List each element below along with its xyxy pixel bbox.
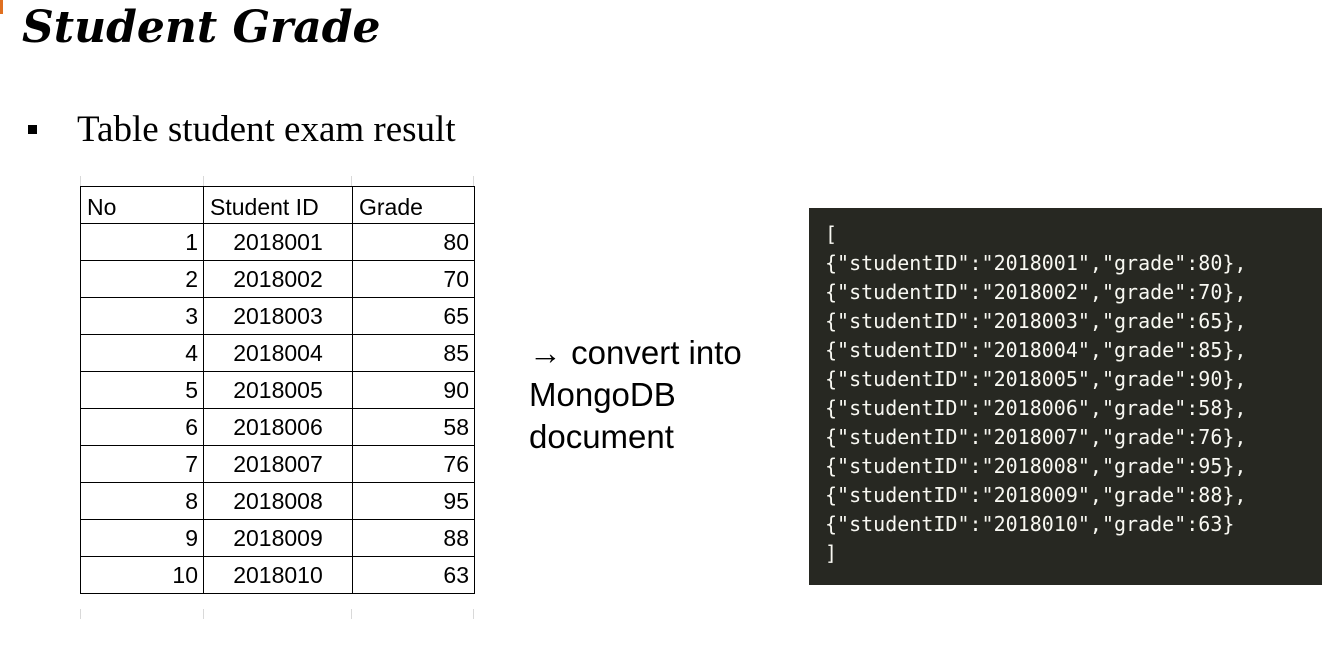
cell-grade: 63 [352,556,475,594]
grid-line [473,176,474,186]
code-line: {"studentID":"2018010","grade":63} [825,512,1235,536]
code-line: {"studentID":"2018008","grade":95}, [825,454,1247,478]
cell-no: 10 [80,556,204,594]
column-header-student-id: Student ID [203,186,353,224]
cell-no: 3 [80,297,204,335]
grid-line [203,609,204,619]
code-line: {"studentID":"2018007","grade":76}, [825,425,1247,449]
code-panel: [ {"studentID":"2018001","grade":80}, {"… [809,208,1322,585]
cell-grade: 58 [352,408,475,446]
cell-student-id: 2018001 [203,223,353,261]
cell-student-id: 2018009 [203,519,353,557]
code-line: {"studentID":"2018003","grade":65}, [825,309,1247,333]
json-code-block: [ {"studentID":"2018001","grade":80}, {"… [825,220,1246,568]
column-header-no: No [80,186,204,224]
table-header-row: No Student ID Grade [80,186,475,224]
grid-line [203,176,204,186]
cell-student-id: 2018007 [203,445,353,483]
code-line: {"studentID":"2018004","grade":85}, [825,338,1247,362]
cell-no: 9 [80,519,204,557]
cell-no: 5 [80,371,204,409]
cell-no: 4 [80,334,204,372]
convert-description: → convert into MongoDB document [529,334,742,455]
cell-no: 2 [80,260,204,298]
code-line: {"studentID":"2018005","grade":90}, [825,367,1247,391]
cell-grade: 95 [352,482,475,520]
grid-line [351,609,352,619]
cell-grade: 76 [352,445,475,483]
cell-grade: 90 [352,371,475,409]
code-line: {"studentID":"2018002","grade":70}, [825,280,1247,304]
code-line: [ [825,222,838,246]
cell-student-id: 2018003 [203,297,353,335]
cell-grade: 70 [352,260,475,298]
code-line: {"studentID":"2018009","grade":88}, [825,483,1247,507]
cell-student-id: 2018002 [203,260,353,298]
bullet-item: Table student exam result [28,106,456,152]
code-line: {"studentID":"2018001","grade":80}, [825,251,1247,275]
cell-grade: 85 [352,334,475,372]
bullet-text: Table student exam result [77,108,456,150]
cell-grade: 88 [352,519,475,557]
cell-grade: 80 [352,223,475,261]
slide-title: Student Grade [22,2,381,53]
code-line: {"studentID":"2018006","grade":58}, [825,396,1247,420]
cell-student-id: 2018008 [203,482,353,520]
cell-student-id: 2018006 [203,408,353,446]
cell-grade: 65 [352,297,475,335]
grid-line [351,176,352,186]
cell-student-id: 2018010 [203,556,353,594]
cell-student-id: 2018004 [203,334,353,372]
cell-no: 7 [80,445,204,483]
corner-accent [0,0,3,14]
cell-no: 1 [80,223,204,261]
cell-student-id: 2018005 [203,371,353,409]
grid-line [80,176,81,186]
grid-line [473,609,474,619]
column-header-grade: Grade [352,186,475,224]
cell-no: 6 [80,408,204,446]
code-line: ] [825,541,838,565]
cell-no: 8 [80,482,204,520]
square-bullet-icon [28,124,37,134]
grid-line [80,609,81,619]
